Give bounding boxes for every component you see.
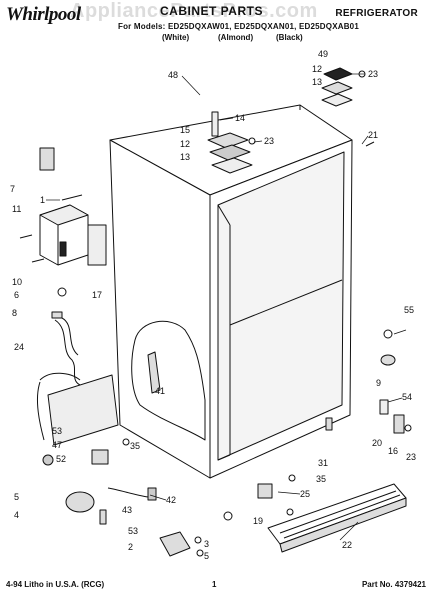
callout-10: 10 — [12, 277, 22, 287]
callout-labels: 1 2 3 4 5 5 6 7 8 9 10 11 12 12 13 13 14… — [10, 49, 416, 561]
callout-20: 20 — [372, 438, 382, 448]
callout-43: 43 — [122, 505, 132, 515]
callout-15: 15 — [180, 125, 190, 135]
color-white: (White) — [162, 33, 190, 42]
callout-17: 17 — [92, 290, 102, 300]
callout-41: 41 — [155, 386, 165, 396]
footer-page-number: 1 — [212, 580, 217, 589]
color-black: (Black) — [276, 33, 303, 42]
callout-53b: 53 — [128, 526, 138, 536]
callout-11: 11 — [12, 204, 21, 214]
page-title: CABINET PARTS — [160, 4, 263, 18]
cabinet-side-opening — [131, 320, 206, 441]
callout-23a: 23 — [264, 136, 274, 146]
wire-harness — [51, 311, 81, 386]
callout-19: 19 — [253, 516, 263, 526]
leveling-parts — [65, 487, 204, 557]
bracket-parts — [122, 141, 412, 521]
callout-35b: 35 — [316, 474, 326, 484]
callout-12a: 12 — [180, 139, 190, 149]
callout-13b: 13 — [312, 77, 322, 87]
callout-13a: 13 — [180, 152, 190, 162]
callout-48: 48 — [168, 70, 178, 80]
callout-2: 2 — [128, 542, 133, 552]
callout-47: 47 — [52, 440, 62, 450]
model-list: For Models: ED25DQXAW01, ED25DQXAN01, ED… — [118, 22, 359, 31]
callout-31: 31 — [318, 458, 328, 468]
callout-49: 49 — [318, 49, 328, 59]
footer-litho: 4-94 Litho in U.S.A. (RCG) — [6, 580, 105, 589]
electrical-control-box — [19, 147, 107, 297]
callout-25: 25 — [300, 489, 310, 499]
callout-1: 1 — [40, 195, 45, 205]
callout-4: 4 — [14, 510, 19, 520]
callout-7: 7 — [10, 184, 15, 194]
callout-52: 52 — [56, 454, 66, 464]
color-almond: (Almond) — [218, 33, 254, 42]
category-label: REFRIGERATOR — [335, 8, 418, 19]
callout-42: 42 — [166, 495, 176, 505]
callout-23b: 23 — [368, 69, 378, 79]
callout-54: 54 — [402, 392, 412, 402]
callout-21: 21 — [368, 130, 378, 140]
top-hinge-assembly — [207, 111, 256, 174]
lower-access-panel — [37, 372, 119, 466]
callout-23c: 23 — [406, 452, 416, 462]
callout-5a: 5 — [14, 492, 19, 502]
callout-8: 8 — [12, 308, 17, 318]
callout-55: 55 — [404, 305, 414, 315]
callout-53a: 53 — [52, 426, 62, 436]
brand-logo: Whirlpool — [6, 4, 81, 26]
callout-35a: 35 — [130, 441, 140, 451]
callout-12b: 12 — [312, 64, 322, 74]
toe-grille — [267, 483, 407, 553]
callout-3: 3 — [204, 539, 209, 549]
right-hinge-assembly — [321, 67, 366, 107]
leader-lines — [46, 73, 407, 541]
footer-part-number: Part No. 4379421 — [361, 580, 426, 589]
callout-5b: 5 — [204, 551, 209, 561]
callout-14: 14 — [235, 113, 245, 123]
callout-6: 6 — [14, 290, 19, 300]
callout-9: 9 — [376, 378, 381, 388]
callout-24: 24 — [14, 342, 24, 352]
callout-16: 16 — [388, 446, 398, 456]
brand-name: Whirlpool — [6, 4, 81, 25]
callout-22: 22 — [342, 540, 352, 550]
